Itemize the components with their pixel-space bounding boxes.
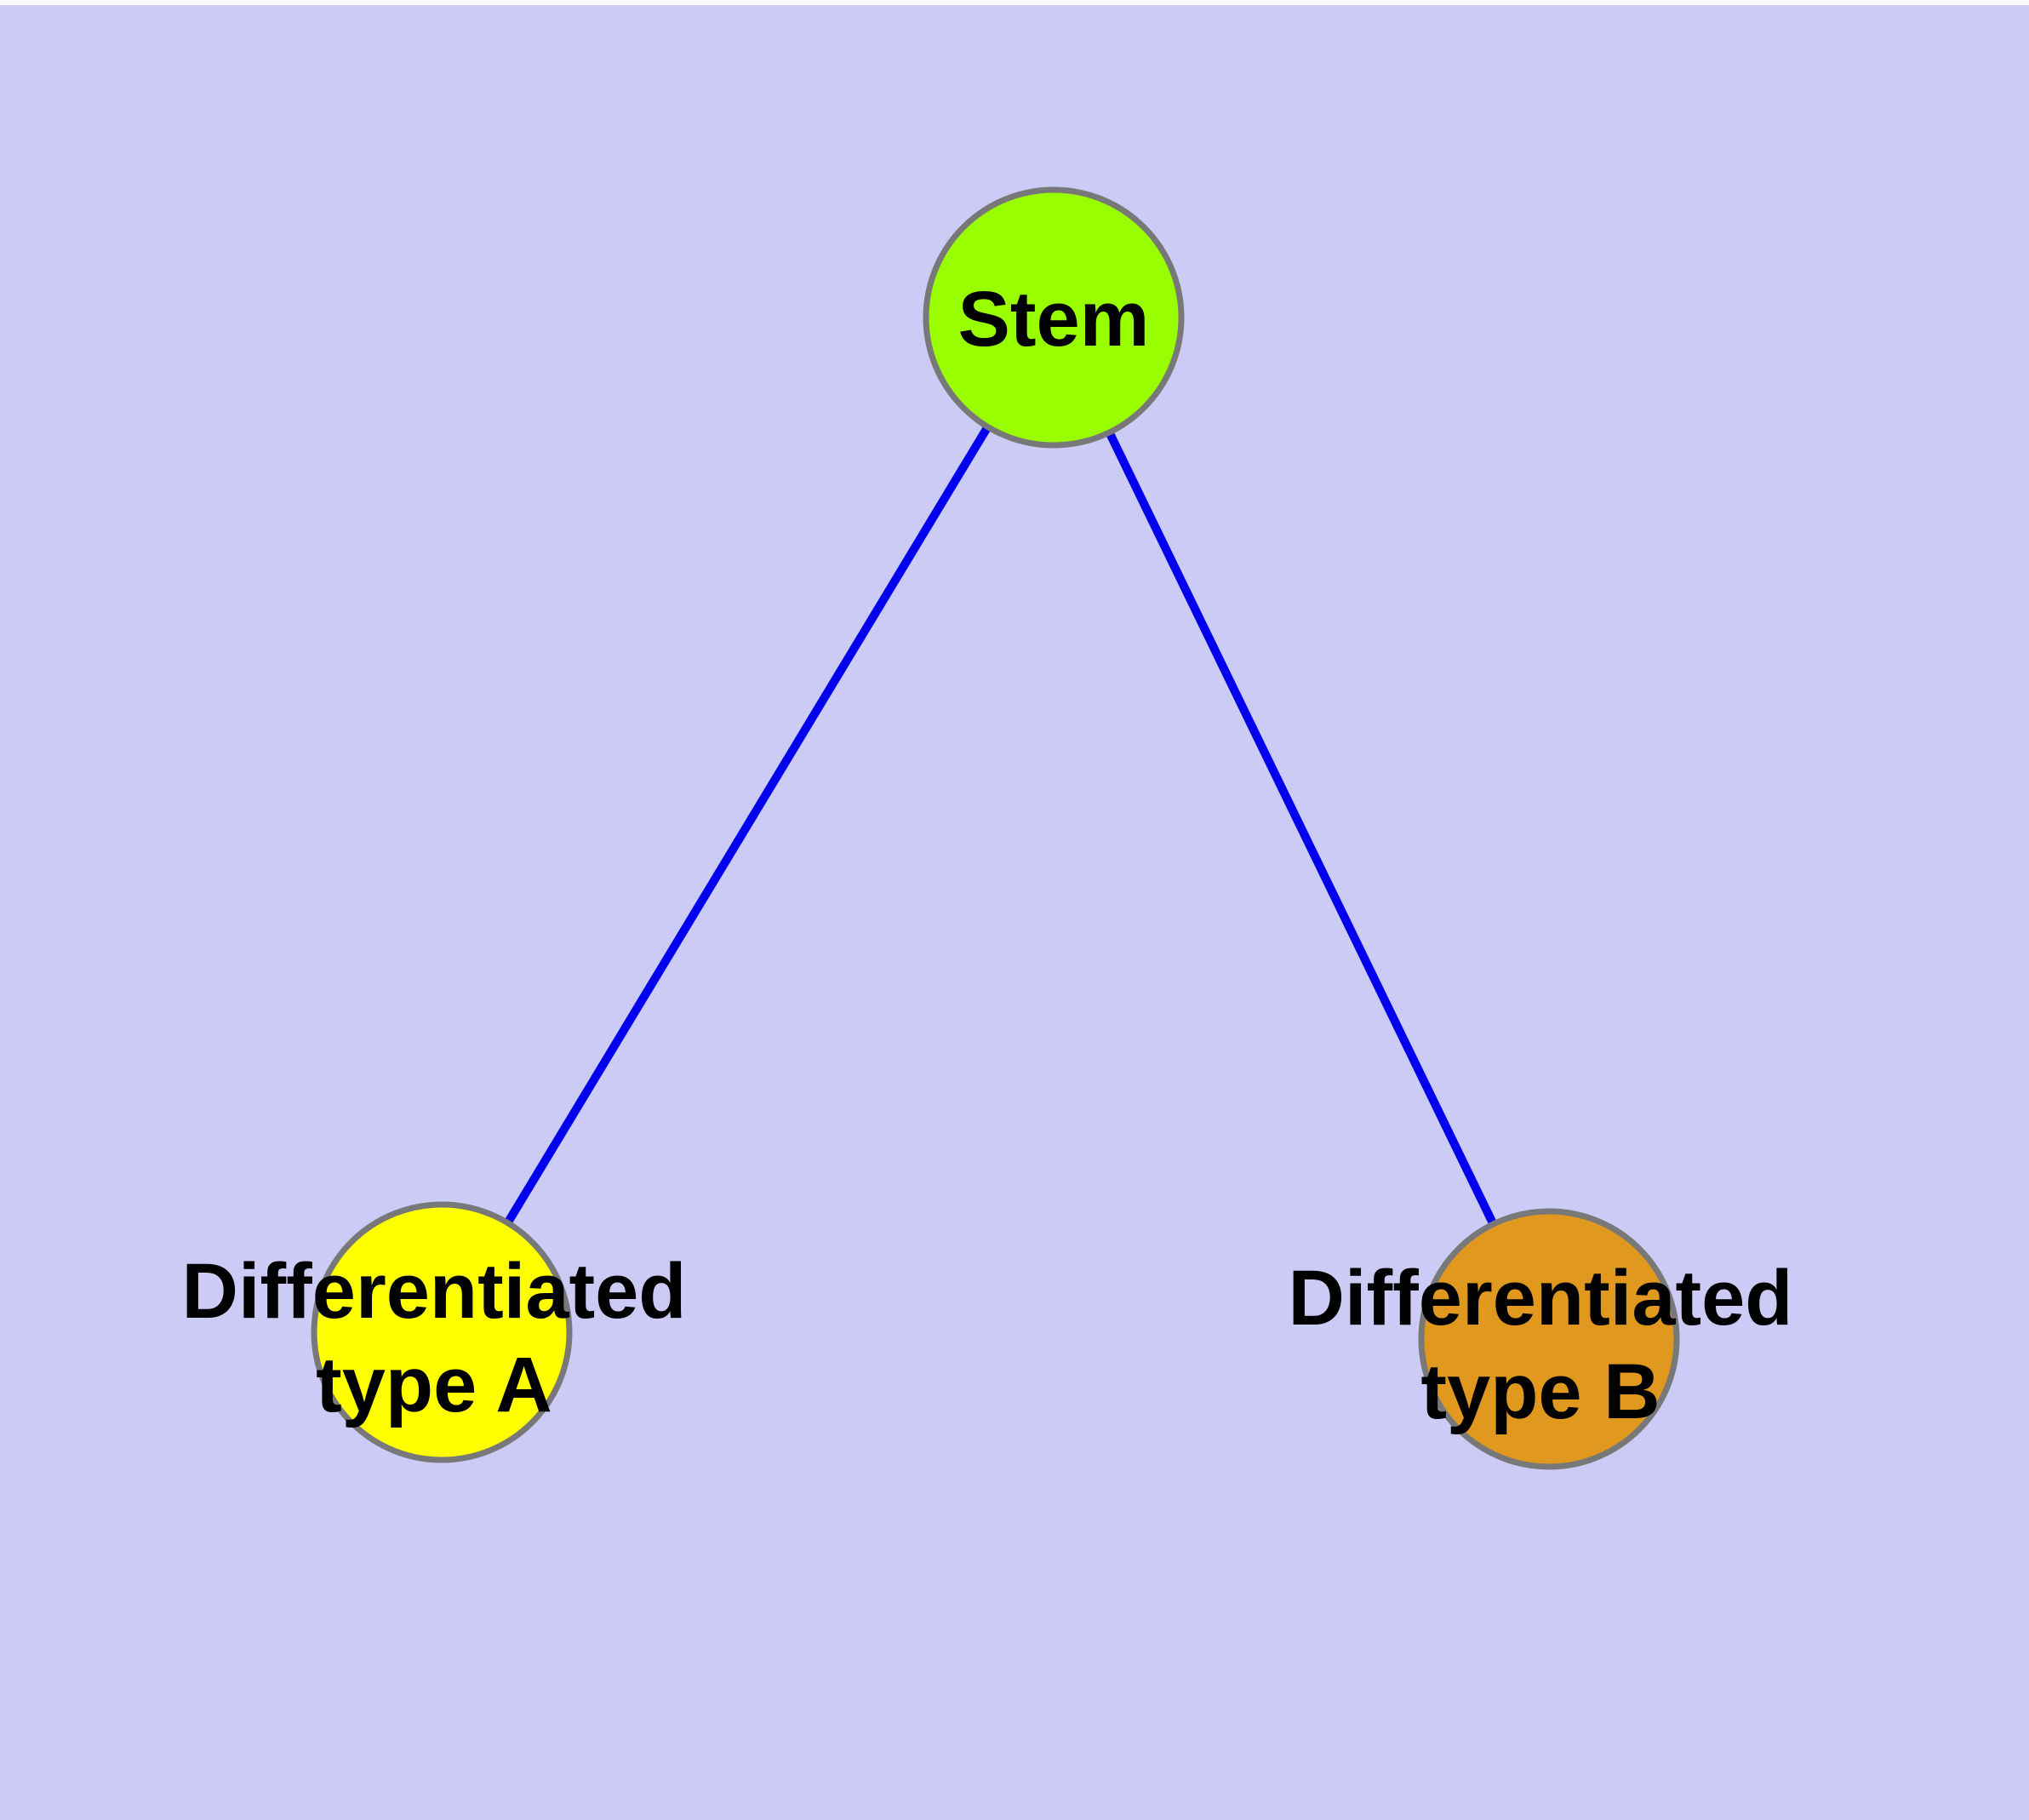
node-differentiated-type-a: Differentiated type A xyxy=(182,1201,687,1463)
node-differentiated-type-b: Differentiated type B xyxy=(1289,1208,1793,1470)
stem-node-circle xyxy=(923,186,1185,449)
type-b-node-label-line1: Differentiated xyxy=(1289,1255,1793,1342)
stem-node-label: Stem xyxy=(958,276,1150,363)
node-stem: Stem xyxy=(923,186,1185,449)
type-b-node-circle xyxy=(1418,1208,1680,1470)
type-a-node-label-line2: type A xyxy=(316,1342,552,1428)
top-edge-border xyxy=(0,0,2029,5)
type-a-node-circle xyxy=(311,1201,573,1463)
edge-stem-to-type-b xyxy=(1049,315,1553,1342)
type-b-node-label-line2: type B xyxy=(1420,1348,1660,1435)
edge-stem-to-type-a xyxy=(437,315,1058,1335)
type-a-node-label-line1: Differentiated xyxy=(182,1248,687,1335)
